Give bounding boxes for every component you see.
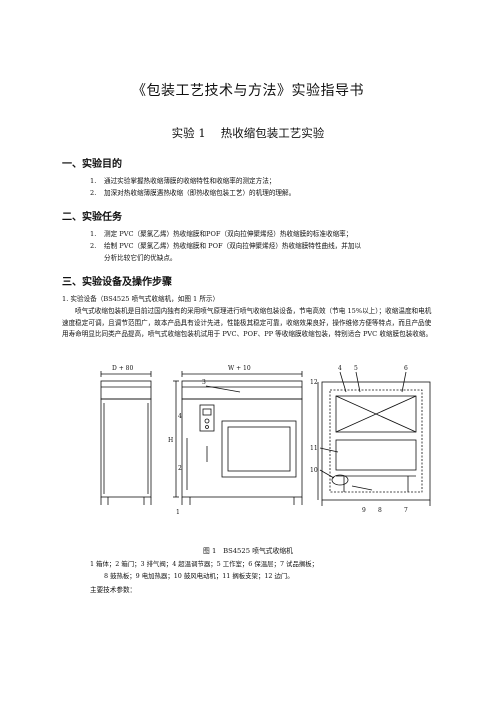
figure-caption: 图 1 BS4525 喷气式收缩机 xyxy=(203,547,293,555)
section-heading-equipment: 三、实验设备及操作步骤 xyxy=(62,277,172,288)
list-item-number: 1. xyxy=(90,177,97,185)
list-item-continuation: 分析比较它们的优缺点。 xyxy=(104,253,444,264)
section-heading-tasks: 二、实验任务 xyxy=(62,212,122,223)
section-view-drawing xyxy=(317,371,431,506)
page-title: 《包装工艺技术与方法》实验指导书 xyxy=(132,83,364,99)
label-10: 10 xyxy=(310,467,318,474)
list-item-number: 2. xyxy=(90,189,97,197)
dim-label-h: H xyxy=(168,437,173,444)
label-4: 4 xyxy=(178,413,182,420)
specs-heading: 主要技术参数： xyxy=(90,586,137,594)
section-heading-purpose: 一、实验目的 xyxy=(62,159,122,170)
figure-legend-line-1: 1 箱体；2 箱门；3 排气阀；4 超温调节器；5 工作室；6 保温层；7 试品… xyxy=(90,560,319,568)
list-item-number: 1. xyxy=(90,230,97,238)
label-9: 9 xyxy=(362,507,366,514)
label-7: 7 xyxy=(404,507,408,514)
list-item-text: 分析比较它们的优缺点。 xyxy=(104,254,177,262)
front-view-drawing xyxy=(173,371,303,505)
list-item-text: 加深对热收缩薄膜遇热收缩（即热收缩包装工艺）的机理的理解。 xyxy=(104,189,296,197)
label-1: 1 xyxy=(176,509,180,516)
dim-label-left: D + 80 xyxy=(112,365,133,372)
list-item: 1. 测定 PVC（聚氯乙烯）热收缩膜和POF（双向拉伸聚烯烃）热收缩膜的标准收缩… xyxy=(90,229,430,240)
list-item-text: 绘制 PVC（聚氯乙烯）热收缩膜和 POF（双向拉伸聚烯烃）热收缩膜特性曲线，并… xyxy=(104,242,362,250)
label-8: 8 xyxy=(378,507,382,514)
list-item-text: 测定 PVC（聚氯乙烯）热收缩膜和POF（双向拉伸聚烯烃）热收缩膜的标准收缩率； xyxy=(104,230,353,238)
label-4b: 4 xyxy=(338,365,342,372)
dim-label-right: W + 10 xyxy=(228,365,251,372)
equipment-paragraph: 喷气式收缩包装机是目前过国内独有的采用喷气原理进行喷气收缩包装设备，节电高效（节… xyxy=(62,307,433,338)
diagram-labels: D + 80 W + 10 H 1 2 3 4 4 5 6 7 8 9 10 1… xyxy=(112,365,408,516)
label-6: 6 xyxy=(404,365,408,372)
label-5: 5 xyxy=(354,365,358,372)
experiment-title: 实验 1 热收缩包装工艺实验 xyxy=(171,126,325,140)
list-item-number: 2. xyxy=(90,242,97,250)
list-item: 2. 加深对热收缩薄膜遇热收缩（即热收缩包装工艺）的机理的理解。 xyxy=(90,188,430,199)
label-12: 12 xyxy=(310,379,318,386)
list-item: 1. 通过实验掌握热收缩薄膜的收缩特性和收缩率的测定方法； xyxy=(90,176,430,187)
side-view-drawing xyxy=(100,371,152,505)
list-item: 2. 绘制 PVC（聚氯乙烯）热收缩膜和 POF（双向拉伸聚烯烃）热收缩膜特性曲线… xyxy=(90,241,430,252)
label-3: 3 xyxy=(202,379,206,386)
label-11: 11 xyxy=(310,445,318,452)
equipment-line: 1. 实验设备（BS4525 喷气式收缩机，如图 1 所示） xyxy=(62,295,220,303)
list-item-text: 通过实验掌握热收缩薄膜的收缩特性和收缩率的测定方法； xyxy=(104,177,276,185)
figure-legend-line-2: 8 鼓热板；9 电加热器；10 鼓风电动机；11 搁板支架；12 边门。 xyxy=(104,572,294,580)
label-2: 2 xyxy=(178,465,182,472)
